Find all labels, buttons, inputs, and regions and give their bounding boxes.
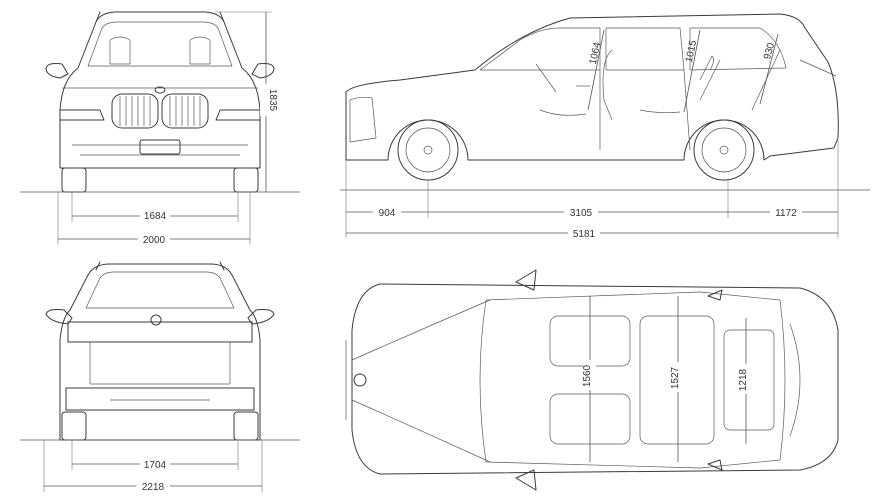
length-label: 5181 [573, 229, 596, 240]
rear-overhang-label: 1172 [775, 208, 797, 219]
second-row-headroom-dimension: 1015 [683, 29, 701, 113]
rear-width-label: 2218 [142, 482, 165, 493]
front-overhang-label: 904 [379, 208, 396, 219]
front-width-dimension: 2000 [57, 192, 251, 246]
rear-width-dimension: 2218 [43, 440, 263, 493]
third-row-headroom-label: 930 [762, 41, 777, 60]
second-row-interior-width-label: 1527 [670, 366, 681, 389]
front-track-dimension: 1684 [71, 192, 239, 222]
side-view [345, 13, 839, 181]
front-view [45, 11, 275, 193]
third-row-headroom-dimension: 930 [759, 33, 779, 105]
load-width-dimension: 1218 [738, 318, 752, 444]
second-row-interior-width-dimension: 1527 [670, 296, 684, 462]
load-width-label: 1218 [738, 368, 749, 391]
length-dimension: 5181 [346, 226, 838, 240]
front-headroom-dimension: 1064 [587, 29, 605, 111]
top-view [345, 269, 839, 491]
rear-track-label: 1704 [144, 460, 167, 471]
front-track-label: 1684 [144, 211, 167, 222]
second-row-headroom-label: 1015 [684, 39, 699, 63]
front-width-label: 2000 [143, 235, 166, 246]
rear-view [45, 261, 275, 441]
front-interior-width-label: 1560 [582, 364, 593, 387]
height-dimension: 1835 [215, 11, 278, 192]
wheelbase-label: 3105 [570, 208, 593, 219]
overhang-wheelbase-dimension: 904 3105 1172 [345, 140, 839, 238]
front-interior-width-dimension: 1560 [582, 296, 596, 462]
height-label: 1835 [267, 89, 278, 112]
rear-track-dimension: 1704 [71, 440, 239, 471]
front-headroom-label: 1064 [588, 41, 603, 65]
